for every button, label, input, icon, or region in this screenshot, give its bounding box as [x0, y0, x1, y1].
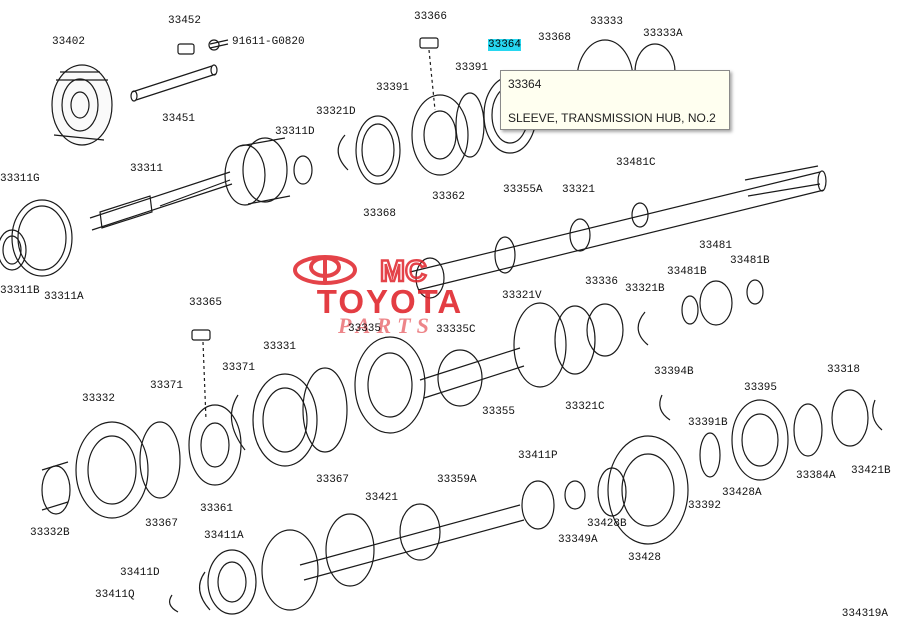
callout-33362[interactable]: 33362 — [432, 191, 466, 203]
callout-33332[interactable]: 33332 — [82, 393, 116, 405]
callout-33367-b[interactable]: 33367 — [145, 518, 179, 530]
watermark-logo: MC TOYOTA PARTS — [290, 255, 500, 340]
callout-33451[interactable]: 33451 — [162, 113, 196, 125]
callout-33367[interactable]: 33367 — [316, 474, 350, 486]
callout-33335C[interactable]: 33335C — [436, 324, 476, 336]
callout-33411A[interactable]: 33411A — [204, 530, 244, 542]
callout-33311D[interactable]: 33311D — [275, 126, 315, 138]
watermark-name: TOYOTA — [316, 283, 464, 320]
callout-33481B-b[interactable]: 33481B — [730, 255, 770, 267]
callout-33411D[interactable]: 33411D — [120, 567, 160, 579]
part-33421-drawing — [261, 503, 525, 611]
callout-33481C[interactable]: 33481C — [616, 157, 656, 169]
callout-33481B[interactable]: 33481B — [667, 266, 707, 278]
watermark-brand: MC — [380, 255, 427, 285]
callout-33321C[interactable]: 33321C — [565, 401, 605, 413]
callout-33391B[interactable]: 33391B — [688, 417, 728, 429]
callout-33428[interactable]: 33428 — [628, 552, 662, 564]
callout-33333[interactable]: 33333 — [590, 16, 624, 28]
callout-33391-b[interactable]: 33391 — [376, 82, 410, 94]
callout-33411P[interactable]: 33411P — [518, 450, 558, 462]
watermark-sub: PARTS — [338, 313, 435, 338]
tooltip-part-number: 33364 — [508, 77, 542, 91]
callout-33428B[interactable]: 33428B — [587, 518, 627, 530]
callout-33371[interactable]: 33371 — [150, 380, 184, 392]
callout-33395[interactable]: 33395 — [744, 382, 778, 394]
part-33451-drawing — [130, 64, 218, 102]
tooltip-description: SLEEVE, TRANSMISSION HUB, NO.2 — [508, 111, 716, 125]
callout-33366[interactable]: 33366 — [414, 11, 448, 23]
callout-91611-G0820[interactable]: 91611-G0820 — [232, 36, 305, 48]
callout-33311B[interactable]: 33311B — [0, 285, 40, 297]
callout-33321[interactable]: 33321 — [562, 184, 596, 196]
callout-33368-b[interactable]: 33368 — [363, 208, 397, 220]
callout-33481[interactable]: 33481 — [699, 240, 733, 252]
toyota-emblem-icon: MC — [293, 255, 428, 285]
callout-33321B[interactable]: 33321B — [625, 283, 665, 295]
part-33402-drawing — [51, 64, 113, 146]
callout-33311G[interactable]: 33311G — [0, 173, 40, 185]
callout-33335[interactable]: 33335 — [348, 323, 382, 335]
callout-33359A[interactable]: 33359A — [437, 474, 477, 486]
callout-33333A[interactable]: 33333A — [643, 28, 683, 40]
callout-33421[interactable]: 33421 — [365, 492, 399, 504]
callout-33364[interactable]: 33364 — [488, 39, 522, 51]
callout-33331[interactable]: 33331 — [263, 341, 297, 353]
callout-33402[interactable]: 33402 — [52, 36, 86, 48]
part-33311-drawing — [89, 137, 291, 231]
part-33355-drawing — [354, 302, 596, 434]
figure-code: 334319A — [841, 608, 888, 620]
callout-33371-b[interactable]: 33371 — [222, 362, 256, 374]
part-33321-drawing — [409, 165, 827, 299]
callout-33452[interactable]: 33452 — [168, 15, 202, 27]
callout-33361[interactable]: 33361 — [200, 503, 234, 515]
callout-33349A[interactable]: 33349A — [558, 534, 598, 546]
callout-33384A[interactable]: 33384A — [796, 470, 836, 482]
callout-33394B[interactable]: 33394B — [654, 366, 694, 378]
callout-33318[interactable]: 33318 — [827, 364, 861, 376]
callout-33355A[interactable]: 33355A — [503, 184, 543, 196]
callout-33428A[interactable]: 33428A — [722, 487, 762, 499]
part-tooltip: 33364 SLEEVE, TRANSMISSION HUB, NO.2 — [500, 70, 730, 130]
callout-33311[interactable]: 33311 — [130, 163, 164, 175]
callout-33321V[interactable]: 33321V — [502, 290, 542, 302]
callout-33332B[interactable]: 33332B — [30, 527, 70, 539]
callout-33368[interactable]: 33368 — [538, 32, 572, 44]
callout-33355[interactable]: 33355 — [482, 406, 516, 418]
callout-33411Q[interactable]: 33411Q — [95, 589, 135, 601]
callout-33336[interactable]: 33336 — [585, 276, 619, 288]
callout-33311A[interactable]: 33311A — [44, 291, 84, 303]
callout-33421B[interactable]: 33421B — [851, 465, 891, 477]
callout-33321D[interactable]: 33321D — [316, 106, 356, 118]
callout-33391[interactable]: 33391 — [455, 62, 489, 74]
callout-33365[interactable]: 33365 — [189, 297, 223, 309]
callout-33392[interactable]: 33392 — [688, 500, 722, 512]
